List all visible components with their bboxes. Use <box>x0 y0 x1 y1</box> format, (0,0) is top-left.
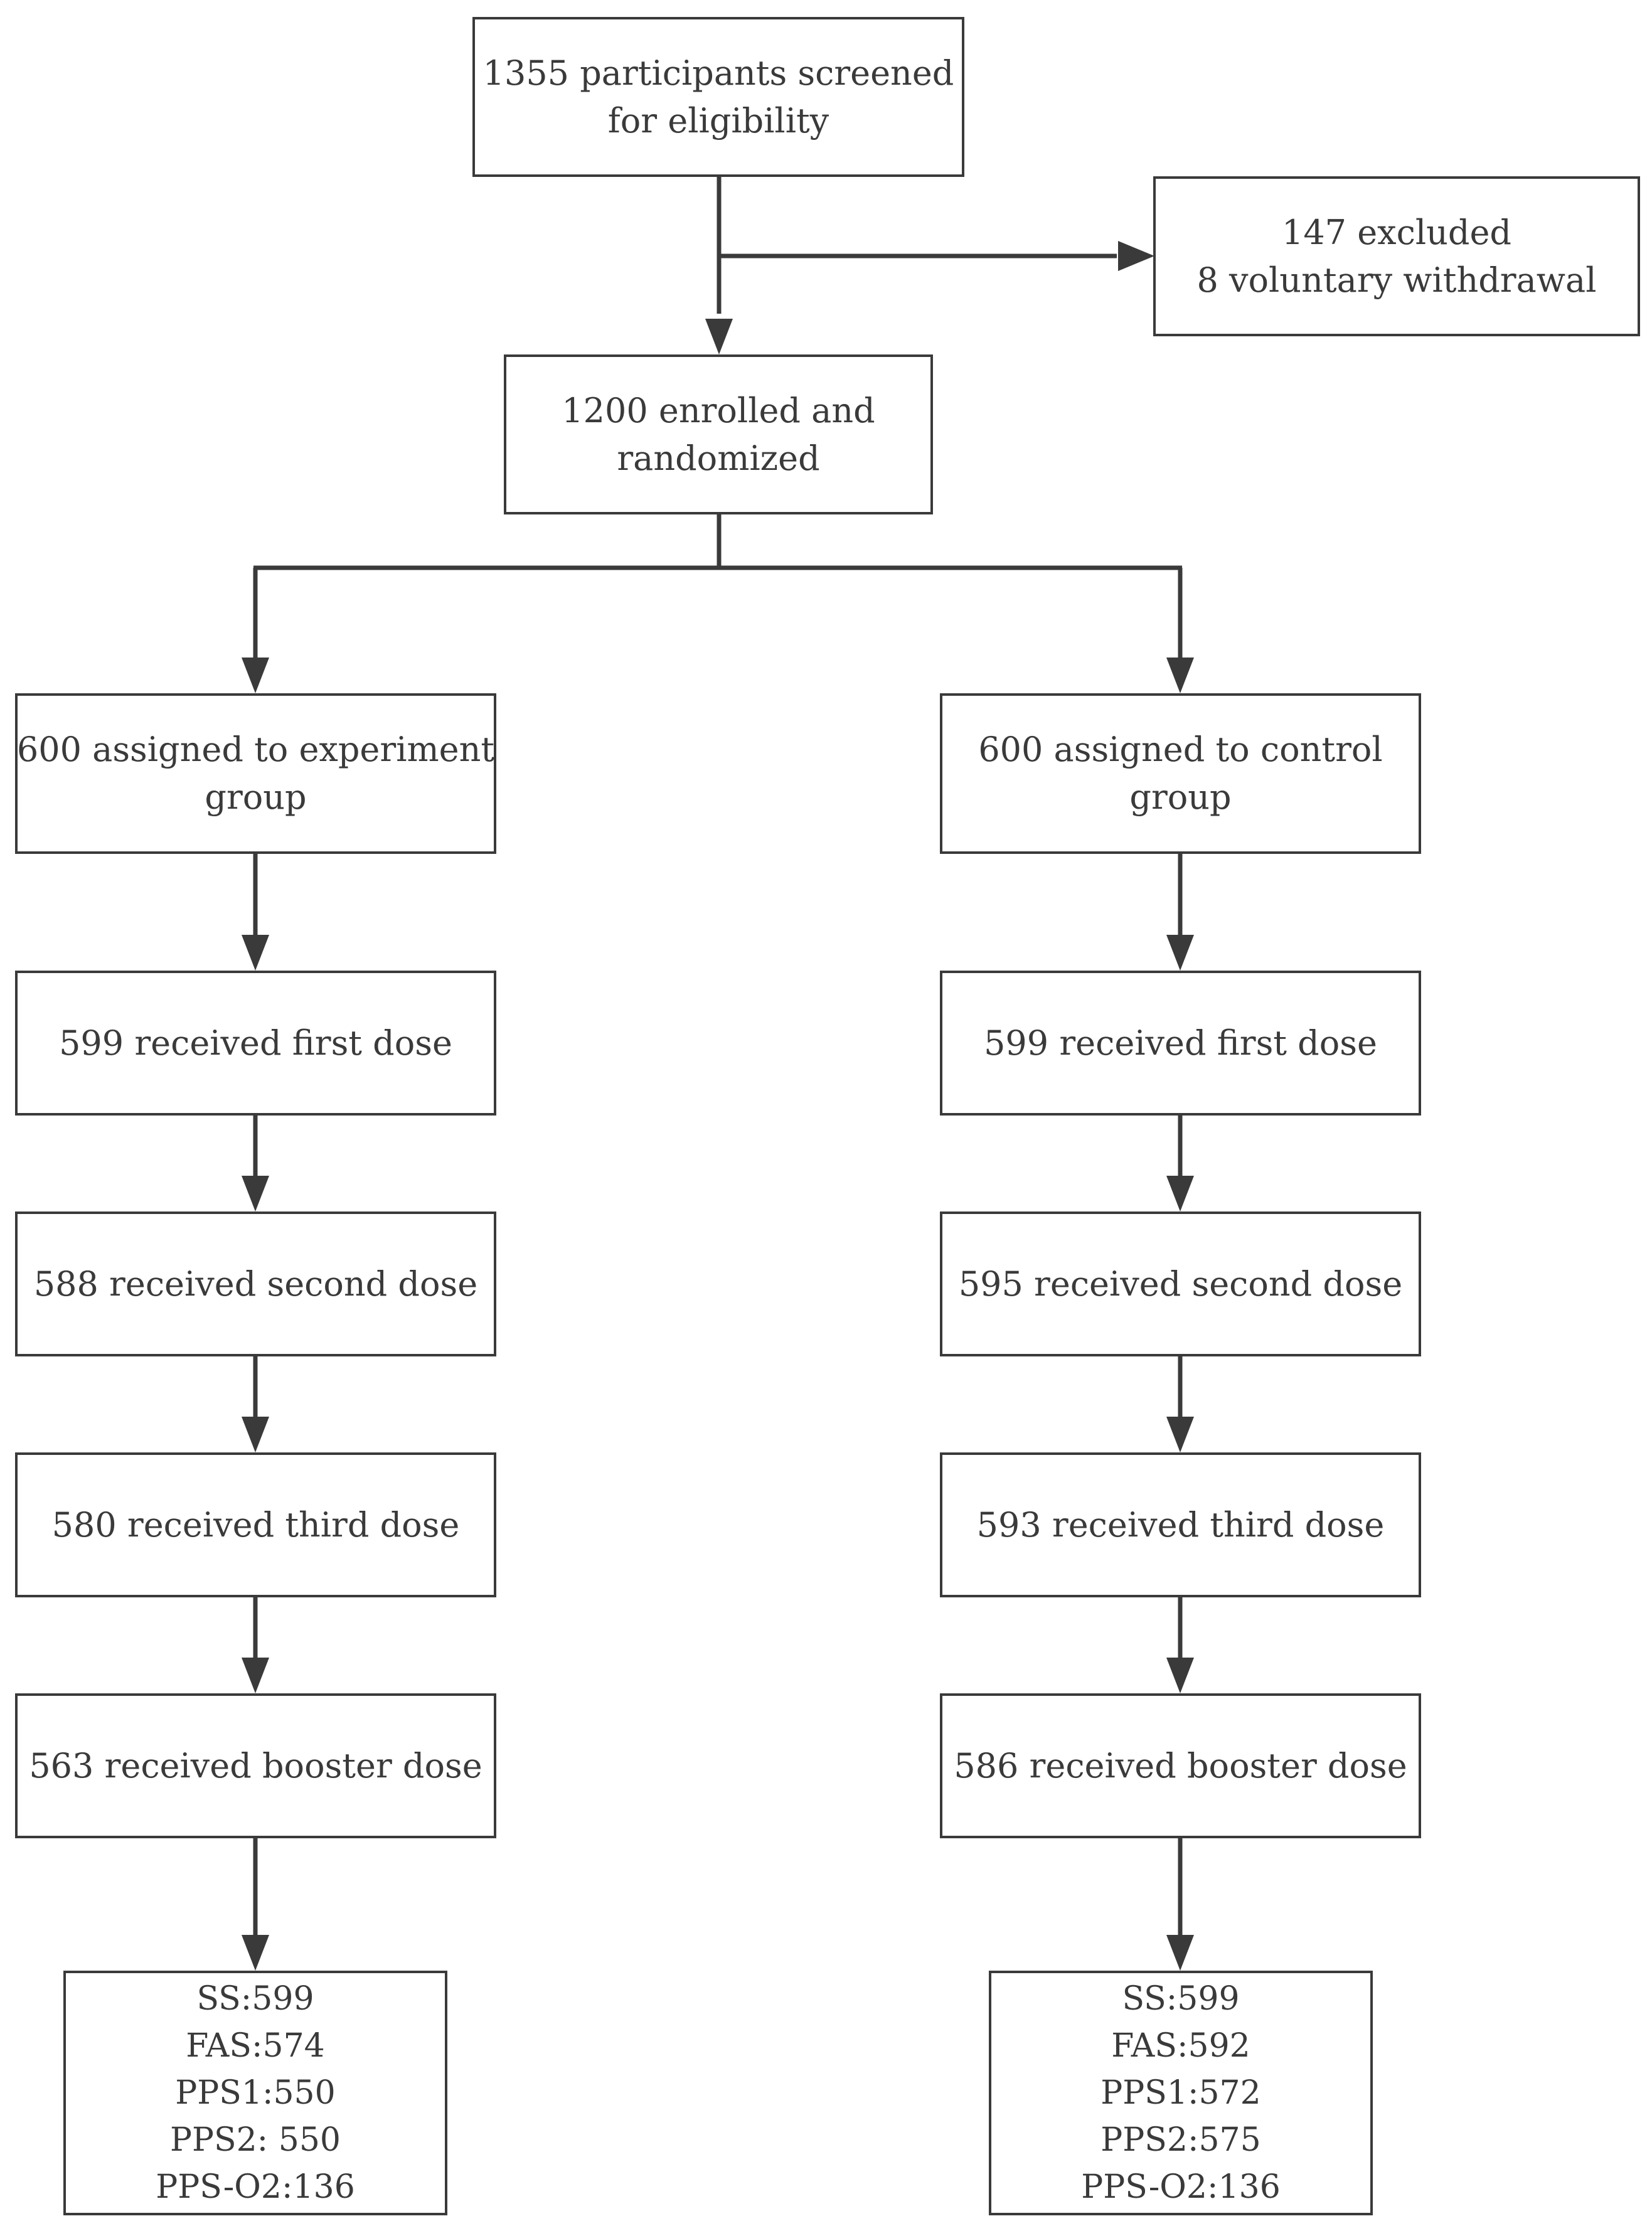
arrowhead-enrolled <box>705 319 733 354</box>
arrowhead-control-group <box>1166 658 1194 693</box>
experiment-analysis-sets-box: SS:599 FAS:574 PPS1:550 PPS2: 550 PPS-O2… <box>63 1971 447 2215</box>
control-pps1: PPS1:572 <box>1100 2074 1261 2112</box>
control-third-dose-label: 593 received third dose <box>976 1504 1385 1545</box>
screening-line-2: for eligibility <box>607 100 829 141</box>
control-third-dose-box: 593 received third dose <box>940 1452 1421 1597</box>
control-first-dose-label: 599 received first dose <box>984 1023 1377 1063</box>
arrowhead-exp-booster <box>242 1658 269 1693</box>
control-booster-dose-label: 586 received booster dose <box>954 1745 1407 1786</box>
control-analysis-sets-box: SS:599 FAS:592 PPS1:572 PPS2:575 PPS-O2:… <box>989 1971 1373 2215</box>
experiment-booster-dose-box: 563 received booster dose <box>15 1693 496 1838</box>
experiment-assigned-line-1: 600 assigned to experiment <box>16 730 495 769</box>
experiment-first-dose-label: 599 received first dose <box>59 1023 452 1063</box>
arrowhead-ctl-second <box>1166 1176 1194 1212</box>
enrolled-line-1: 1200 enrolled and <box>562 390 875 430</box>
arrowhead-experiment-group <box>242 658 269 693</box>
control-second-dose-label: 595 received second dose <box>958 1264 1403 1304</box>
arrowhead-ctl-sets <box>1166 1935 1194 1971</box>
experiment-third-dose-box: 580 received third dose <box>15 1452 496 1597</box>
control-second-dose-box: 595 received second dose <box>940 1212 1421 1356</box>
enrolled-line-2: randomized <box>617 438 820 478</box>
arrowhead-excluded <box>1118 241 1154 271</box>
experiment-second-dose-label: 588 received second dose <box>33 1264 478 1304</box>
arrowhead-exp-first <box>242 935 269 971</box>
experiment-assigned-line-2: group <box>205 777 307 817</box>
experiment-booster-dose-label: 563 received booster dose <box>29 1745 482 1786</box>
arrowhead-exp-second <box>242 1176 269 1212</box>
control-pps2: PPS2:575 <box>1100 2121 1261 2159</box>
control-first-dose-box: 599 received first dose <box>940 971 1421 1116</box>
control-assigned-line-1: 600 assigned to control <box>978 730 1383 769</box>
experiment-pps1: PPS1:550 <box>175 2074 336 2112</box>
experiment-third-dose-label: 580 received third dose <box>51 1504 460 1545</box>
arrowhead-ctl-booster <box>1166 1658 1194 1693</box>
experiment-second-dose-box: 588 received second dose <box>15 1212 496 1356</box>
experiment-ss: SS:599 <box>196 1979 314 2018</box>
experiment-first-dose-box: 599 received first dose <box>15 971 496 1116</box>
arrowhead-exp-third <box>242 1417 269 1452</box>
excluded-line-1: 147 excluded <box>1281 212 1511 252</box>
experiment-fas: FAS:574 <box>186 2026 325 2065</box>
control-booster-dose-box: 586 received booster dose <box>940 1693 1421 1838</box>
control-fas: FAS:592 <box>1111 2026 1250 2065</box>
experiment-assigned-box: 600 assigned to experiment group <box>15 693 496 854</box>
control-assigned-box: 600 assigned to control group <box>940 693 1421 854</box>
control-ss: SS:599 <box>1122 1979 1240 2018</box>
experiment-pps2: PPS2: 550 <box>170 2121 341 2159</box>
screening-box: 1355 participants screened for eligibili… <box>472 17 964 177</box>
control-pps-o2: PPS-O2:136 <box>1081 2168 1281 2206</box>
enrolled-box: 1200 enrolled and randomized <box>504 354 933 514</box>
experiment-pps-o2: PPS-O2:136 <box>156 2168 355 2206</box>
control-assigned-line-2: group <box>1129 777 1232 817</box>
excluded-box: 147 excluded 8 voluntary withdrawal <box>1153 176 1640 336</box>
arrowhead-ctl-third <box>1166 1417 1194 1452</box>
arrowhead-exp-sets <box>242 1935 269 1971</box>
arrowhead-ctl-first <box>1166 935 1194 971</box>
screening-line-1: 1355 participants screened <box>482 53 954 93</box>
excluded-line-2: 8 voluntary withdrawal <box>1196 260 1597 300</box>
